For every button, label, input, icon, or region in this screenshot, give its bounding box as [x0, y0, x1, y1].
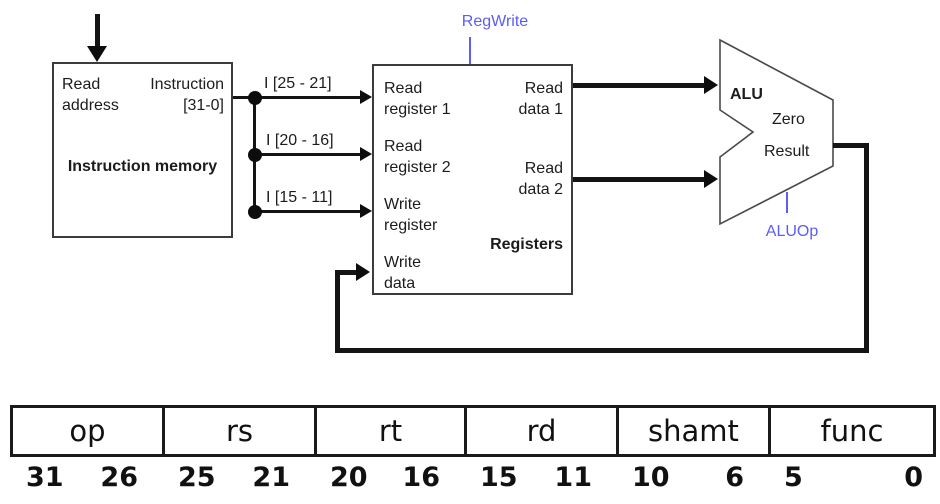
instruction-memory-title: Instruction memory: [67, 158, 218, 175]
bit-lo: 26: [100, 462, 138, 493]
junction-dot-1: [248, 91, 262, 105]
field-cell-rt: rt: [314, 408, 464, 454]
bit-range-op: 31 26: [13, 462, 162, 493]
bit-range-shamt: 10 6: [619, 462, 768, 493]
aluop-signal-label: ALUOp: [765, 223, 819, 240]
field-label-op: op: [69, 414, 106, 448]
instruction-bus-wire: [233, 96, 362, 99]
field-cell-op: op: [13, 408, 162, 454]
write-data-bus: [335, 270, 358, 275]
field-cell-rs: rs: [162, 408, 314, 454]
bit-hi: 31: [26, 462, 64, 493]
arrow-right-icon: [356, 263, 370, 281]
wire-label-i-20-16: I [20 - 16]: [266, 132, 334, 149]
bit-lo: 0: [904, 462, 923, 493]
field-cell-func: func: [768, 408, 933, 454]
bit-lo: 6: [725, 462, 744, 493]
bit-hi: 25: [178, 462, 216, 493]
registers-title: Registers: [490, 236, 563, 253]
registers-box: Read register 1 Read register 2 Write re…: [372, 64, 573, 295]
field-cell-shamt: shamt: [616, 408, 768, 454]
arrow-right-icon: [704, 76, 718, 94]
arrow-right-icon: [360, 204, 372, 218]
field-label-rt: rt: [378, 414, 403, 448]
alu-zero-output-label: Zero: [772, 111, 805, 128]
field-label-rd: rd: [526, 414, 557, 448]
instruction-memory-box: Read address Instruction [31-0] Instruct…: [52, 62, 233, 238]
field-cell-rd: rd: [464, 408, 616, 454]
write-data-port-label: Write data: [384, 254, 422, 292]
result-bus-horizontal: [833, 143, 869, 148]
junction-dot-2: [248, 148, 262, 162]
bit-range-rs: 25 21: [165, 462, 314, 493]
alu-title: ALU: [730, 86, 763, 103]
read-data-1-bus: [573, 83, 706, 88]
bit-hi: 20: [330, 462, 368, 493]
read-register-2-port-label: Read register 2: [384, 138, 451, 176]
write-register-port-label: Write register: [384, 196, 438, 234]
bit-hi: 15: [480, 462, 518, 493]
bit-lo: 11: [554, 462, 592, 493]
arrow-right-icon: [360, 147, 372, 161]
wire-label-i-15-11: I [15 - 11]: [266, 189, 333, 206]
alu-result-output-label: Result: [764, 143, 810, 160]
bit-lo: 16: [402, 462, 440, 493]
result-bus-left-vertical: [335, 270, 340, 353]
field-label-rs: rs: [225, 414, 254, 448]
instruction-format-table: op rs rt rd shamt func: [10, 405, 936, 457]
junction-dot-3: [248, 205, 262, 219]
arrow-right-icon: [704, 170, 718, 188]
arrow-right-icon: [360, 90, 372, 104]
regwrite-signal-label: RegWrite: [461, 13, 529, 30]
read-data-1-port-label: Read data 1: [518, 80, 563, 118]
bit-hi: 10: [632, 462, 670, 493]
pc-input-arrow-shaft: [95, 14, 100, 48]
result-bus-right-vertical: [864, 143, 869, 353]
wire-i-20-16: [255, 153, 362, 156]
field-label-shamt: shamt: [648, 414, 739, 448]
read-address-port-label: Read address: [62, 76, 119, 114]
arrow-down-icon: [87, 46, 107, 62]
instruction-out-port-label: Instruction [31-0]: [150, 76, 224, 114]
read-data-2-port-label: Read data 2: [518, 160, 563, 198]
aluop-signal-line: [786, 192, 788, 213]
bit-hi: 5: [784, 462, 803, 493]
bit-lo: 21: [252, 462, 290, 493]
result-bus-bottom: [335, 348, 869, 353]
field-label-func: func: [820, 414, 884, 448]
wire-label-i-25-21: I [25 - 21]: [264, 75, 332, 92]
wire-i-15-11: [255, 210, 362, 213]
read-register-1-port-label: Read register 1: [384, 80, 451, 118]
regwrite-signal-line: [469, 37, 471, 64]
read-data-2-bus: [573, 177, 706, 182]
